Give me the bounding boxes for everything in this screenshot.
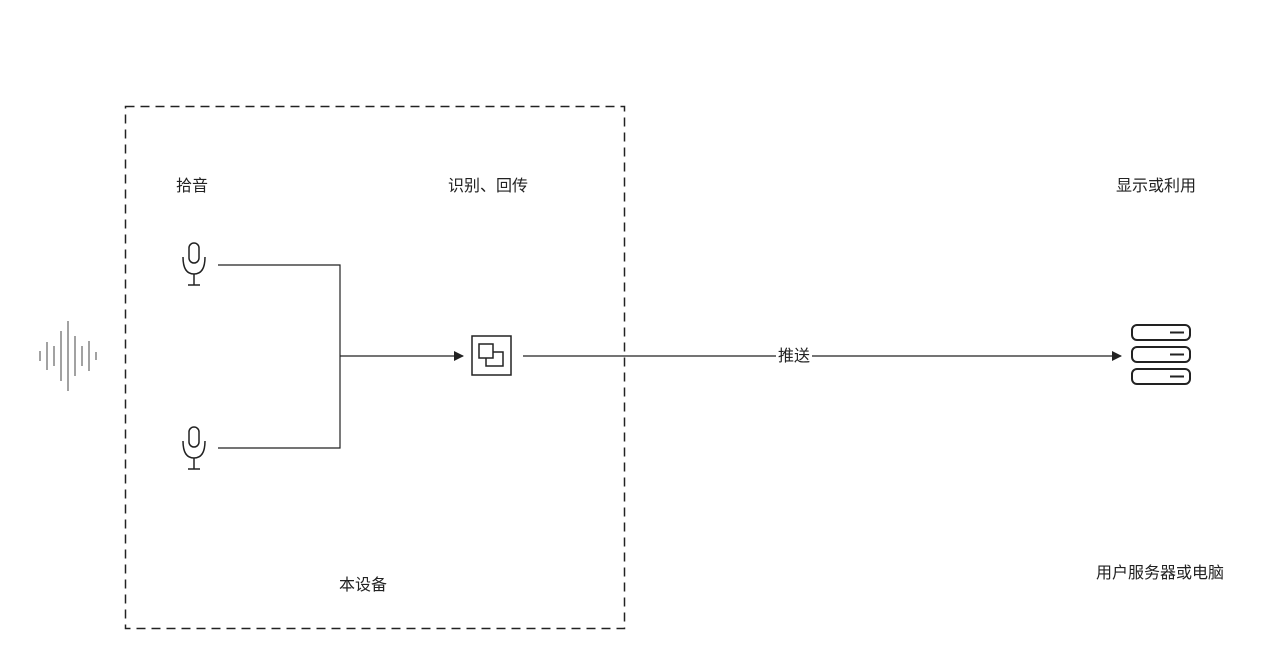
label-this-device: 本设备 (339, 575, 388, 594)
sound-wave-icon (39, 321, 97, 391)
label-display-or-use: 显示或利用 (1116, 176, 1197, 195)
processor-icon (471, 335, 512, 376)
mic-connector (218, 264, 341, 449)
server-stack-icon (1131, 324, 1191, 385)
microphone-icon (182, 426, 206, 470)
label-recognize-return: 识别、回传 (448, 176, 529, 195)
label-push: 推送 (776, 346, 813, 366)
microphone-icon (182, 242, 206, 286)
label-pickup: 拾音 (176, 176, 209, 195)
label-user-server: 用户服务器或电脑 (1095, 563, 1224, 582)
